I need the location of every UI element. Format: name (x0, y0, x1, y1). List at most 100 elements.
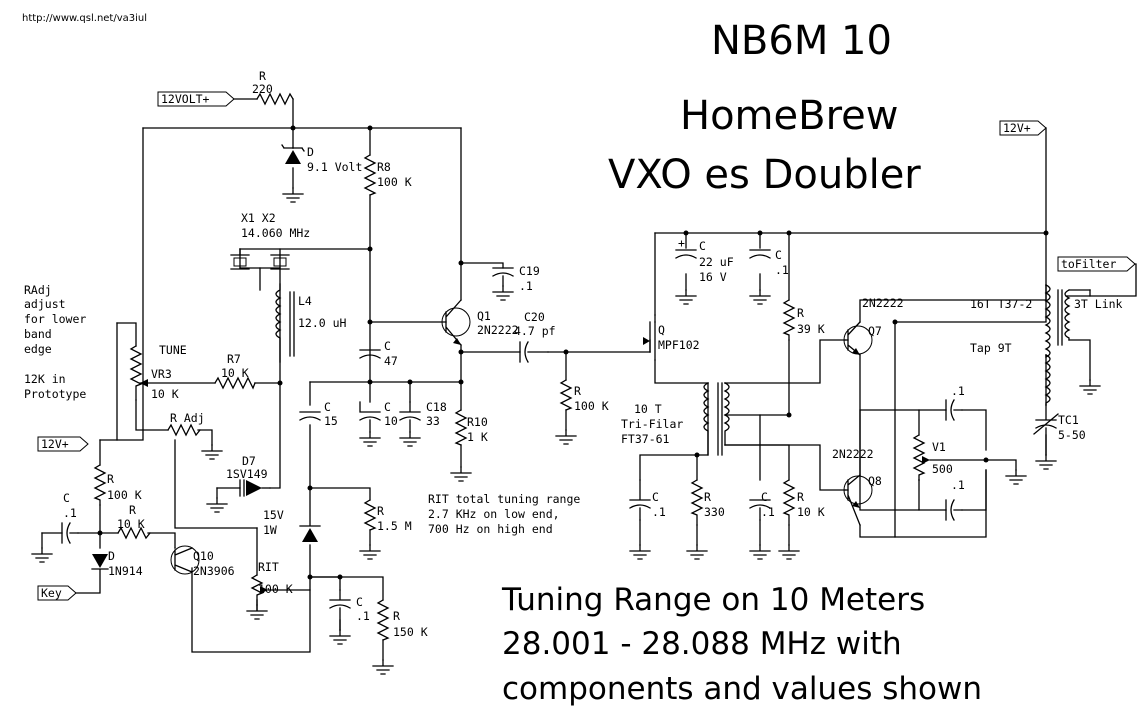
zener-diode-9v1 (281, 144, 305, 164)
tuning-note-line-1: Tuning Range on 10 Meters (501, 582, 925, 618)
toroid-t37-2 (1044, 284, 1071, 406)
jfet-q-mpf102 (643, 314, 656, 361)
port-to-filter: toFilter (1057, 256, 1136, 272)
zener-diode-15v (299, 525, 321, 542)
svg-text:10 K: 10 K (221, 366, 249, 380)
resistor-r100k-left (93, 464, 107, 506)
transformer-trifilar (703, 382, 730, 456)
svg-text:Q1: Q1 (477, 309, 491, 323)
svg-text:10 K: 10 K (151, 387, 179, 401)
svg-text:Tri-Filar: Tri-Filar (621, 417, 683, 431)
svg-text:D7: D7 (242, 454, 256, 468)
source-url: http://www.qsl.net/va3iul (22, 13, 147, 24)
potentiometer-vr3 (129, 345, 148, 401)
svg-text:.1: .1 (761, 505, 775, 519)
svg-text:100 K: 100 K (107, 488, 142, 502)
svg-text:C: C (761, 490, 768, 504)
title-line-3: VXO es Doubler (608, 152, 921, 198)
svg-text:.1: .1 (356, 609, 370, 623)
svg-text:22 uF: 22 uF (699, 255, 734, 269)
transistor-q10 (170, 545, 200, 575)
svg-text:.1: .1 (951, 478, 965, 492)
svg-text:220: 220 (252, 82, 273, 96)
svg-text:Q8: Q8 (868, 474, 882, 488)
svg-text:R: R (704, 490, 711, 504)
radj-note-1: RAdj (24, 283, 52, 297)
svg-text:10 K: 10 K (117, 517, 145, 531)
svg-text:Tap 9T: Tap 9T (970, 341, 1012, 355)
capacitor-c20 (519, 341, 549, 363)
capacitor-c18 (399, 401, 421, 433)
svg-text:Key: Key (41, 586, 62, 600)
svg-text:X1 X2: X1 X2 (241, 211, 276, 225)
svg-text:1SV149: 1SV149 (226, 467, 268, 481)
svg-text:2N2222: 2N2222 (862, 296, 904, 310)
svg-text:.1: .1 (63, 506, 77, 520)
radj-note-2: adjust (24, 297, 66, 311)
radj-note-6: 12K in (24, 372, 66, 386)
svg-text:100 K: 100 K (377, 175, 412, 189)
svg-text:R: R (574, 384, 581, 398)
resistor-r150k (376, 599, 390, 641)
svg-text:12V+: 12V+ (1003, 121, 1031, 135)
svg-text:Q10: Q10 (193, 549, 214, 563)
rit-note-line-3: 700 Hz on high end (428, 522, 553, 536)
transistor-q7 (843, 321, 873, 356)
svg-text:5-50: 5-50 (1058, 428, 1086, 442)
capacitor-c-trifilar (629, 479, 651, 521)
svg-text:R10: R10 (467, 415, 488, 429)
svg-text:14.060 MHz: 14.060 MHz (241, 226, 310, 240)
svg-text:Q7: Q7 (868, 324, 882, 338)
svg-text:R: R (797, 490, 804, 504)
svg-text:.1: .1 (775, 263, 789, 277)
svg-text:3T Link: 3T Link (1074, 297, 1123, 311)
svg-text:100 K: 100 K (258, 582, 293, 596)
rit-note-line-1: RIT total tuning range (428, 492, 580, 506)
capacitor-c22uf: + (675, 236, 697, 259)
svg-text:C20: C20 (524, 310, 545, 324)
resistor-r10k-left (117, 526, 151, 540)
resistor-r330 (690, 479, 704, 526)
svg-text:10: 10 (384, 414, 398, 428)
svg-text:R8: R8 (377, 160, 391, 174)
svg-text:V1: V1 (932, 440, 946, 454)
svg-text:9.1 Volt: 9.1 Volt (307, 160, 362, 174)
potentiometer-rit (250, 574, 268, 606)
svg-text:MPF102: MPF102 (658, 338, 700, 352)
varactor-d7 (239, 479, 271, 497)
svg-text:10 K: 10 K (797, 505, 825, 519)
svg-text:2N2222: 2N2222 (477, 323, 519, 337)
port-12v-right: 12V+ (999, 120, 1047, 136)
svg-text:16 V: 16 V (699, 270, 727, 284)
svg-text:R: R (377, 504, 384, 518)
svg-text:TUNE: TUNE (159, 343, 187, 357)
resistor-r10 (454, 409, 468, 446)
title-line-1: NB6M 10 (711, 18, 892, 64)
resistor-r100k-gate (559, 379, 573, 411)
svg-text:+: + (678, 236, 685, 250)
svg-text:12.0 uH: 12.0 uH (298, 316, 347, 330)
capacitor-c15 (299, 411, 321, 421)
svg-text:2N3906: 2N3906 (193, 564, 235, 578)
svg-text:R: R (129, 503, 136, 517)
tuning-note-line-2: 28.001 - 28.088 MHz with (502, 626, 902, 662)
capacitor-c-rit (329, 589, 351, 631)
svg-text:RIT: RIT (258, 560, 279, 574)
capacitor-c19 (492, 267, 514, 287)
resistor-r1m5 (363, 499, 377, 531)
radj-note-3: for lower (24, 312, 86, 326)
svg-text:4.7 pf: 4.7 pf (514, 324, 556, 338)
capacitor-c-bottom2 (749, 499, 771, 521)
svg-text:C: C (356, 595, 363, 609)
capacitor-c-top (749, 249, 771, 259)
svg-text:R7: R7 (227, 352, 241, 366)
svg-text:1N914: 1N914 (108, 564, 143, 578)
svg-text:C: C (652, 490, 659, 504)
port-12volt-top: 12VOLT+ (157, 91, 235, 107)
svg-text:2N2222: 2N2222 (832, 447, 874, 461)
svg-text:R: R (797, 306, 804, 320)
svg-text:TC1: TC1 (1058, 413, 1079, 427)
svg-text:VR3: VR3 (151, 367, 172, 381)
svg-text:R: R (393, 609, 400, 623)
